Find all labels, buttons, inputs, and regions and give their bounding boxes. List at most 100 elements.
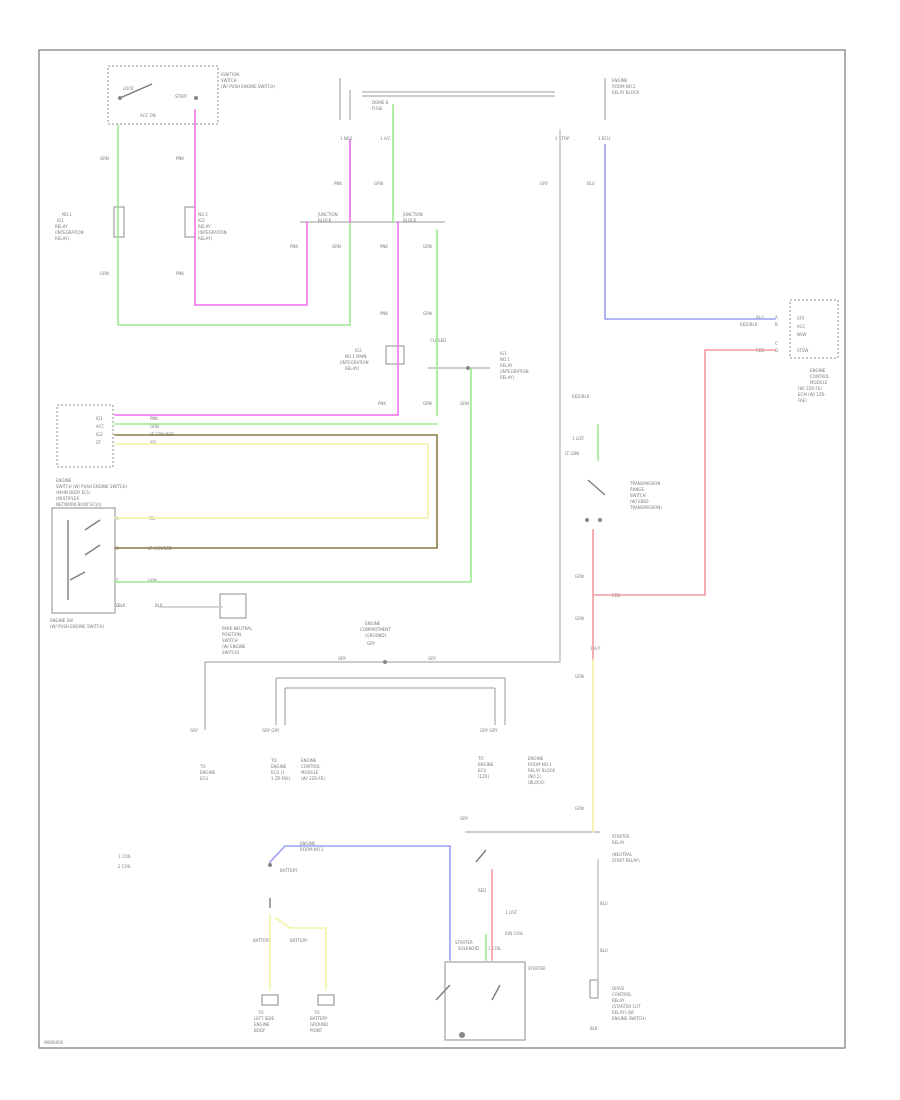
svg-text:1 COIL: 1 COIL [118, 854, 132, 859]
wire-blue-ecm [604, 144, 776, 320]
svg-text:1 STOP: 1 STOP [555, 136, 570, 141]
svg-text:(W/ PUSH ENGINE SWITCH): (W/ PUSH ENGINE SWITCH) [50, 624, 105, 629]
svg-text:D: D [775, 348, 778, 353]
svg-text:ROOM NO.1: ROOM NO.1 [300, 847, 324, 852]
wire-olive-pair [114, 434, 438, 549]
svg-text:BODY: BODY [254, 1028, 266, 1033]
svg-text:ENGINE: ENGINE [300, 841, 316, 846]
svg-text:STSW: STSW [797, 348, 809, 353]
svg-text:ACC ON: ACC ON [140, 113, 156, 118]
svg-text:RELAY: RELAY [612, 840, 625, 845]
wire-yellow-battery [269, 914, 327, 991]
svg-text:GRN: GRN [575, 574, 584, 579]
wire-pink-switch [114, 221, 399, 416]
svg-text:ENGINE: ENGINE [365, 621, 381, 626]
svg-text:(W/ EB60: (W/ EB60 [630, 499, 649, 504]
svg-text:NO.1: NO.1 [62, 212, 72, 217]
relay-coil-right: BLU BLU DRIVE CONTROL RELAY (STARTER CUT… [589, 901, 646, 1031]
diagram-frame [38, 49, 846, 1049]
svg-text:(STARTER CUT: (STARTER CUT [612, 1004, 641, 1009]
svg-text:(INTEGRATION: (INTEGRATION [500, 369, 529, 374]
svg-text:CONTROL: CONTROL [810, 374, 830, 379]
svg-text:RELAY: RELAY [55, 224, 68, 229]
wire-blue-battery [268, 845, 451, 961]
wire-pink-main [194, 109, 351, 306]
footer-code: W000000 [44, 1040, 64, 1045]
svg-text:(W/ 2ZR-FE): (W/ 2ZR-FE) [301, 776, 325, 781]
svg-text:MODULE: MODULE [301, 770, 319, 775]
svg-text:BLU: BLU [600, 901, 608, 906]
svg-text:LEFT SIDE: LEFT SIDE [254, 1016, 275, 1021]
svg-text:BLK: BLK [118, 603, 126, 608]
svg-text:1 ECU: 1 ECU [598, 136, 610, 141]
svg-text:FUSE: FUSE [372, 106, 383, 111]
svg-text:RELAY BLOCK: RELAY BLOCK [612, 90, 640, 95]
svg-text:ECU (1: ECU (1 [271, 770, 285, 775]
svg-text:ECM (W/ 1ZR-: ECM (W/ 1ZR- [798, 392, 826, 397]
svg-text:1 COIL: 1 COIL [488, 946, 502, 951]
legend: 1 COIL 2 COIL [118, 854, 132, 869]
svg-text:STARTER: STARTER [528, 966, 546, 971]
svg-text:GRY: GRY [460, 816, 469, 821]
svg-text:NO.1: NO.1 [500, 357, 510, 362]
svg-text:GRN: GRN [575, 806, 584, 811]
svg-text:ENGINE: ENGINE [271, 764, 287, 769]
svg-text:ENGINE SW: ENGINE SW [50, 618, 73, 623]
svg-text:GRN: GRN [575, 616, 584, 621]
svg-text:GRY GRY: GRY GRY [262, 728, 280, 733]
svg-text:ACC: ACC [96, 424, 104, 429]
svg-text:LOCK: LOCK [123, 86, 134, 91]
svg-text:IG1: IG1 [500, 351, 507, 356]
svg-text:ST: ST [96, 440, 102, 445]
svg-text:(NEUTRAL: (NEUTRAL [612, 852, 633, 857]
svg-text:STARTER: STARTER [455, 940, 473, 945]
label-block-a: TO ENGINE ECU [199, 764, 216, 781]
svg-text:BLK: BLK [155, 603, 163, 608]
svg-text:(W/ ENGINE: (W/ ENGINE [222, 644, 246, 649]
svg-text:(GROUND): (GROUND) [365, 633, 387, 638]
svg-text:IG2: IG2 [198, 218, 205, 223]
svg-text:DOME B: DOME B [372, 100, 388, 105]
svg-text:CONTROL: CONTROL [612, 992, 632, 997]
svg-text:RELAY): RELAY) [345, 366, 359, 371]
svg-text:NO.2: NO.2 [198, 212, 208, 217]
svg-text:GROUND: GROUND [310, 1022, 328, 1027]
svg-text:(W/ PUSH ENGINE SWITCH): (W/ PUSH ENGINE SWITCH) [221, 84, 276, 89]
svg-text:PNK: PNK [380, 311, 388, 316]
svg-text:START: START [175, 94, 188, 99]
svg-text:BATTERY: BATTERY [253, 938, 271, 943]
svg-text:GRN: GRN [148, 578, 157, 583]
svg-text:ENGINE: ENGINE [478, 762, 494, 767]
svg-text:TO: TO [199, 764, 206, 769]
svg-text:BATTERY: BATTERY [290, 938, 308, 943]
bottom-junction: GRY STARTER RELAY (NEUTRAL START RELAY) [460, 816, 640, 863]
svg-text:ECU: ECU [200, 776, 208, 781]
svg-text:RED/BLK: RED/BLK [572, 394, 590, 399]
svg-text:1 ZR-FAE): 1 ZR-FAE) [271, 776, 291, 781]
svg-text:PNK: PNK [176, 271, 184, 276]
svg-text:TO: TO [257, 1010, 264, 1015]
svg-text:POINT: POINT [310, 1028, 323, 1033]
svg-text:BLK: BLK [590, 1026, 598, 1031]
svg-text:1 A/T: 1 A/T [590, 646, 601, 651]
svg-text:GRY: GRY [190, 728, 199, 733]
svg-text:1 A/C: 1 A/C [380, 136, 391, 141]
svg-text:CONTROL: CONTROL [301, 764, 321, 769]
svg-text:PNK: PNK [150, 416, 158, 421]
svg-text:RANGE: RANGE [630, 487, 644, 492]
svg-text:GRN: GRN [100, 271, 109, 276]
svg-text:SWITCH (W/ PUSH ENGINE SWITCH): SWITCH (W/ PUSH ENGINE SWITCH) [56, 484, 128, 489]
svg-text:LT GRN: LT GRN [565, 451, 579, 456]
svg-text:BLU: BLU [600, 948, 608, 953]
svg-text:RELAY) (W/: RELAY) (W/ [612, 1010, 635, 1015]
svg-text:IGNITION: IGNITION [221, 72, 239, 77]
svg-text:GRN: GRN [374, 181, 383, 186]
svg-text:RELAY BLOCK: RELAY BLOCK [528, 768, 556, 773]
svg-text:B: B [775, 322, 778, 327]
svg-text:ENGINE SWITCH): ENGINE SWITCH) [612, 1016, 646, 1021]
svg-text:IG2: IG2 [96, 432, 103, 437]
svg-text:ENGINE: ENGINE [528, 756, 544, 761]
svg-text:YEL: YEL [149, 440, 158, 445]
svg-text:PNK: PNK [176, 156, 184, 161]
svg-text:A: A [775, 315, 778, 320]
